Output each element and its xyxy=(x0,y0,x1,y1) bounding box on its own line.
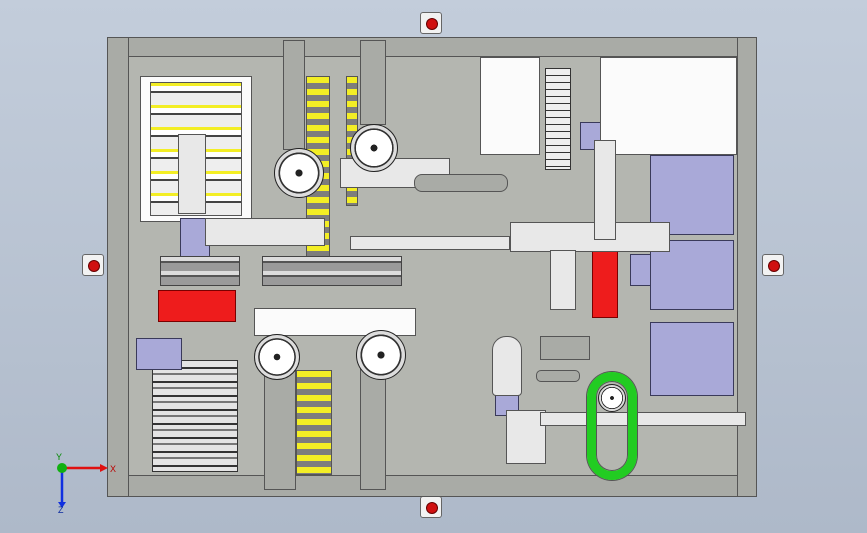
horizontal-beam-2 xyxy=(350,236,510,250)
vertical-slide-bottom-left xyxy=(264,360,296,490)
robot-base xyxy=(506,410,546,464)
wheel-upper-left xyxy=(274,148,324,198)
frame-top-rail xyxy=(107,37,757,57)
vertical-slide-bottom-right xyxy=(360,360,386,490)
estop-icon xyxy=(427,503,437,513)
estop-button-top[interactable] xyxy=(420,12,442,34)
press-plate xyxy=(254,308,416,336)
z-axis-label: Z xyxy=(58,505,64,514)
vertical-linear-module xyxy=(594,140,616,240)
panel-stack-upper xyxy=(650,155,734,235)
red-fixture-right xyxy=(592,250,618,318)
belt-pulley-top xyxy=(598,384,626,412)
vertical-slide-right xyxy=(360,40,386,125)
robot-arm xyxy=(492,336,522,396)
estop-icon xyxy=(89,261,99,271)
y-axis-label: Y xyxy=(56,452,62,462)
panel-stack-lower xyxy=(650,322,734,396)
wheel-upper-right xyxy=(350,124,398,172)
cabinet-top-right xyxy=(480,57,540,155)
vertical-slide-left xyxy=(283,40,305,150)
roller-track-left xyxy=(160,256,240,286)
cylinder-pusher xyxy=(414,174,508,192)
cabinet-top-far-right xyxy=(600,57,737,155)
lower-right-rail xyxy=(540,412,746,426)
frame-left-rail xyxy=(107,37,129,497)
estop-button-bottom[interactable] xyxy=(420,496,442,518)
roller-track-center xyxy=(262,256,402,286)
frame-bottom-rail xyxy=(107,475,757,497)
gantry-slide-vertical xyxy=(178,134,206,214)
estop-button-left[interactable] xyxy=(82,254,104,276)
sensor-block xyxy=(540,336,590,360)
cable-drag-chain xyxy=(545,68,571,170)
cylinder-small xyxy=(536,370,580,382)
y-axis-dot xyxy=(57,463,67,473)
horizontal-beam-3 xyxy=(510,222,670,252)
tray-stack-lower xyxy=(152,360,238,472)
red-fixture-left xyxy=(158,290,236,322)
module-column xyxy=(550,250,576,310)
estop-button-right[interactable] xyxy=(762,254,784,276)
frame-right-rail xyxy=(737,37,757,497)
estop-icon xyxy=(427,19,437,29)
horizontal-beam-1 xyxy=(205,218,325,246)
wheel-lower-left xyxy=(254,334,300,380)
wheel-lower-right xyxy=(356,330,406,380)
estop-icon xyxy=(769,261,779,271)
conveyor-lane-lower xyxy=(296,370,332,475)
green-belt-loop xyxy=(587,372,637,480)
actuator-block-2 xyxy=(136,338,182,370)
z-axis-arrow xyxy=(58,502,66,508)
